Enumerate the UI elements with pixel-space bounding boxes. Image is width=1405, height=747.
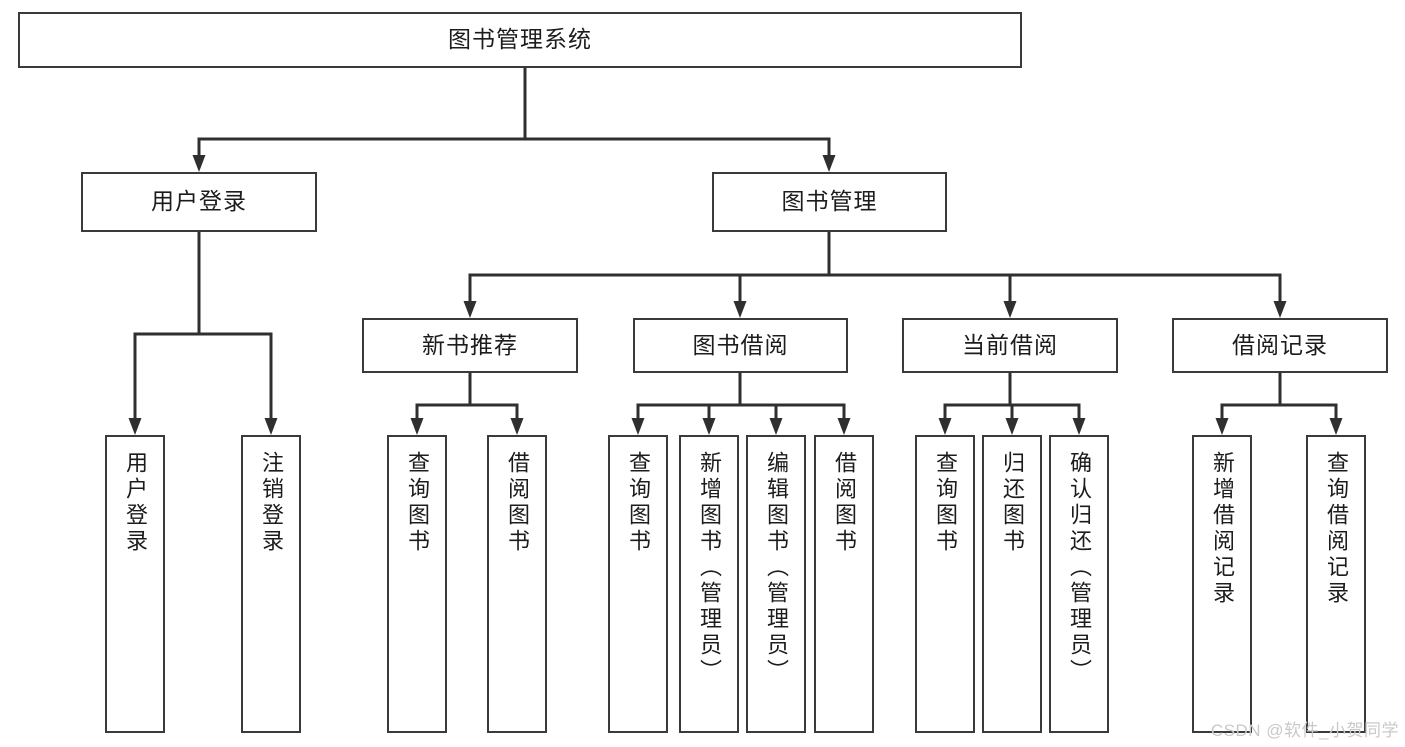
node-new-book-recommend[interactable]: 新书推荐 bbox=[362, 318, 578, 373]
node-leaf-query-book-recommend[interactable]: 查询图书 bbox=[387, 435, 447, 733]
node-label-leaf-query-book-borrow: 查询图书 bbox=[626, 451, 651, 555]
node-label-root: 图书管理系统 bbox=[448, 26, 592, 53]
node-leaf-query-book-borrow[interactable]: 查询图书 bbox=[608, 435, 668, 733]
node-leaf-borrow-book-recommend[interactable]: 借阅图书 bbox=[487, 435, 547, 733]
node-label-leaf-add-borrow-record: 新增借阅记录 bbox=[1210, 451, 1235, 607]
node-leaf-user-login[interactable]: 用户登录 bbox=[105, 435, 165, 733]
node-label-leaf-add-book: 新增图书（管理员） bbox=[697, 451, 722, 685]
node-label-leaf-borrow-book: 借阅图书 bbox=[832, 451, 857, 555]
node-label-leaf-borrow-book-recommend: 借阅图书 bbox=[505, 451, 530, 555]
node-label-leaf-query-book-recommend: 查询图书 bbox=[405, 451, 430, 555]
node-label-leaf-edit-book: 编辑图书（管理员） bbox=[764, 451, 789, 685]
node-leaf-return-book[interactable]: 归还图书 bbox=[982, 435, 1042, 733]
node-book-management[interactable]: 图书管理 bbox=[712, 172, 947, 232]
node-label-leaf-return-book: 归还图书 bbox=[1000, 451, 1025, 555]
node-current-borrow[interactable]: 当前借阅 bbox=[902, 318, 1118, 373]
node-leaf-add-book[interactable]: 新增图书（管理员） bbox=[679, 435, 739, 733]
node-root[interactable]: 图书管理系统 bbox=[18, 12, 1022, 68]
node-book-borrow[interactable]: 图书借阅 bbox=[633, 318, 848, 373]
node-label-current-borrow: 当前借阅 bbox=[962, 331, 1058, 358]
node-label-leaf-query-borrow-record: 查询借阅记录 bbox=[1324, 451, 1349, 607]
node-borrow-record[interactable]: 借阅记录 bbox=[1172, 318, 1388, 373]
node-user-login[interactable]: 用户登录 bbox=[81, 172, 317, 232]
node-label-new-book-recommend: 新书推荐 bbox=[422, 331, 518, 358]
node-label-book-borrow: 图书借阅 bbox=[692, 331, 789, 358]
node-leaf-borrow-book[interactable]: 借阅图书 bbox=[814, 435, 874, 733]
node-leaf-edit-book[interactable]: 编辑图书（管理员） bbox=[746, 435, 806, 733]
node-leaf-query-borrow-record[interactable]: 查询借阅记录 bbox=[1306, 435, 1366, 733]
node-label-leaf-query-book-current: 查询图书 bbox=[933, 451, 958, 555]
node-label-borrow-record: 借阅记录 bbox=[1232, 331, 1328, 358]
node-label-book-management: 图书管理 bbox=[781, 188, 878, 215]
node-label-leaf-user-login: 用户登录 bbox=[123, 451, 148, 555]
node-leaf-confirm-return[interactable]: 确认归还（管理员） bbox=[1049, 435, 1109, 733]
node-leaf-user-logout[interactable]: 注销登录 bbox=[241, 435, 301, 733]
node-label-leaf-user-logout: 注销登录 bbox=[259, 451, 284, 555]
node-leaf-query-book-current[interactable]: 查询图书 bbox=[915, 435, 975, 733]
node-label-leaf-confirm-return: 确认归还（管理员） bbox=[1067, 451, 1092, 685]
csdn-watermark: CSDN @软件_小贺同学 bbox=[1210, 721, 1399, 740]
node-label-user-login: 用户登录 bbox=[151, 188, 247, 215]
node-leaf-add-borrow-record[interactable]: 新增借阅记录 bbox=[1192, 435, 1252, 733]
